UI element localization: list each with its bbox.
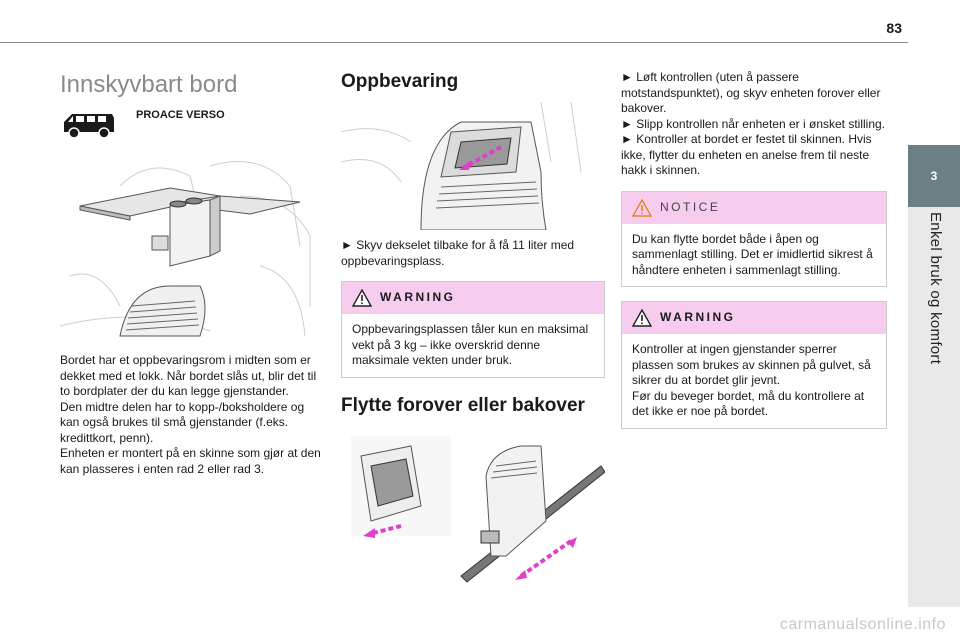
section-title: Oppbevaring (341, 71, 459, 92)
section-title: Innskyvbart bord (60, 71, 238, 98)
chapter-sidebar (908, 207, 960, 607)
sliding-illustration (351, 435, 605, 583)
warning-icon (632, 309, 652, 327)
header-rule (0, 42, 908, 43)
paragraph: Den midtre delen har to kopp-/boksholder… (60, 399, 305, 445)
warning-text: Kontroller at ingen gjenstander sperrer … (632, 342, 871, 387)
notice-header: NOTICE (622, 191, 886, 224)
column-middle: Oppbevaring ► Skyv dekselet tilbake for … (341, 70, 605, 586)
warning-header: WARNING (342, 282, 604, 314)
column-left: Innskyvbart bord PROACE VERSO (60, 70, 322, 477)
warning-box: WARNING Oppbevaringsplassen tåler kun en… (341, 281, 605, 378)
warning-icon (352, 289, 372, 307)
warning-box: WARNING Kontroller at ingen gjenstander … (621, 301, 887, 429)
section-title: Flytte forover eller bakover (341, 394, 585, 416)
paragraph: Bordet har et oppbevaringsrom i midten s… (60, 353, 317, 398)
notice-box: NOTICE Du kan flytte bordet både i åpen … (621, 190, 887, 287)
column-right: ► Løft kontrollen (uten å passere motsta… (621, 70, 887, 429)
warning-label: WARNING (380, 290, 456, 305)
model-row: PROACE VERSO (60, 108, 322, 148)
warning-label: WARNING (660, 310, 736, 325)
instruction-text: ► Skyv dekselet tilbake for å få 11 lite… (341, 238, 575, 268)
step-text: ► Kontroller at bordet er festet til ski… (621, 132, 872, 177)
warning-body: Kontroller at ingen gjenstander sperrer … (622, 334, 886, 428)
folding-table-illustration (60, 161, 311, 337)
step-text: ► Løft kontrollen (uten å passere motsta… (621, 70, 881, 115)
notice-label: NOTICE (660, 199, 721, 214)
paragraph: Enheten er montert på en skinne som gjør… (60, 446, 321, 476)
warning-header: WARNING (622, 302, 886, 334)
storage-illustration (341, 102, 582, 230)
chapter-tab[interactable]: 3 (908, 145, 960, 207)
warning-text: Før du beveger bordet, må du kontrollere… (632, 388, 865, 419)
model-label: PROACE VERSO (136, 109, 225, 121)
notice-icon (632, 198, 652, 217)
step-text: ► Slipp kontrollen når enheten er i ønsk… (621, 116, 886, 131)
page-number: 83 (886, 20, 902, 36)
notice-text: Du kan flytte bordet både i åpen og samm… (632, 231, 873, 277)
chapter-title: Enkel bruk og komfort (927, 212, 944, 365)
van-icon (64, 114, 114, 139)
watermark: carmanualsonline.info (779, 616, 946, 633)
warning-text: Oppbevaringsplassen tåler kun en maksima… (352, 322, 589, 367)
